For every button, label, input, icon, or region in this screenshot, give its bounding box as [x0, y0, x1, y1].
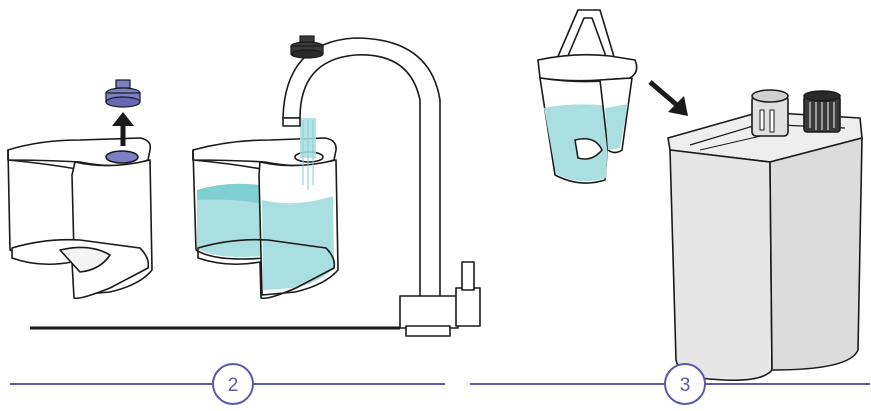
- arrow-down-right-icon: [648, 80, 688, 116]
- step-2-number: 2: [228, 375, 239, 396]
- step-2-indicator: 2: [10, 363, 445, 405]
- step-3-circle: [664, 363, 706, 405]
- tap-filter-cap-icon: [290, 35, 324, 59]
- kitchen-faucet: [282, 37, 481, 337]
- arrow-up-icon: [112, 112, 134, 146]
- step-3-number: 3: [680, 375, 691, 396]
- filled-pitcher: [192, 118, 339, 300]
- pouring-pitcher: [537, 9, 638, 184]
- water-tank: [667, 89, 863, 382]
- step-3-indicator: 3: [470, 363, 870, 405]
- filter-hole: [105, 150, 139, 164]
- step-2-circle: [212, 363, 254, 405]
- filter-cartridge-icon: [105, 79, 141, 108]
- empty-pitcher: [7, 137, 153, 300]
